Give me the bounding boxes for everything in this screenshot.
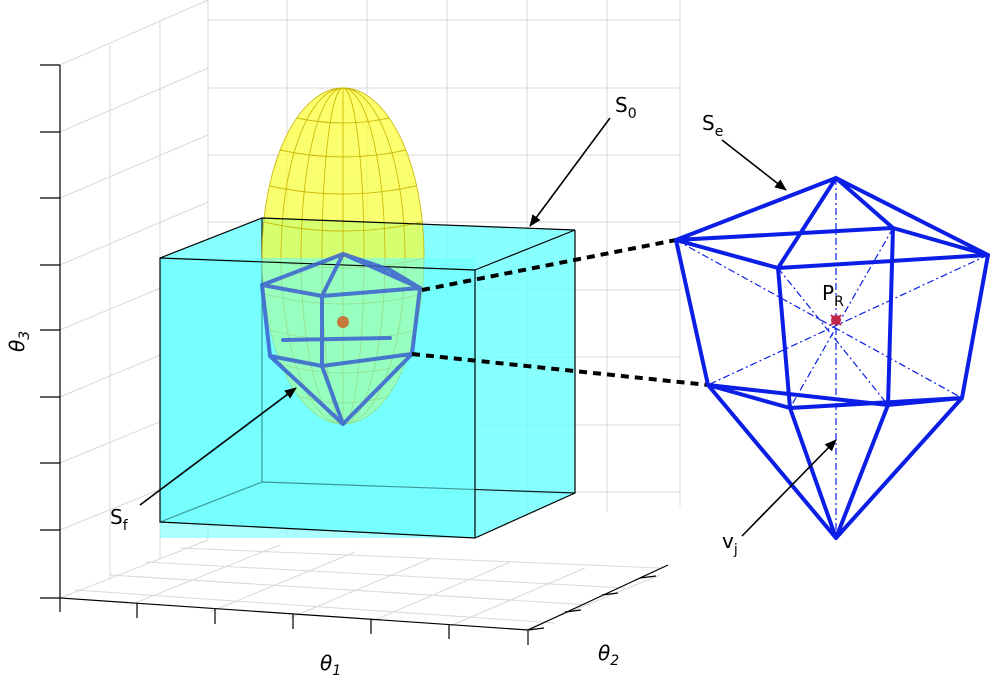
inner-polyhedron-sf xyxy=(260,252,422,426)
label-pr: PR xyxy=(822,281,844,310)
axes xyxy=(40,64,669,645)
enlarged-polyhedron-se xyxy=(674,176,990,540)
center-point-pr xyxy=(830,314,842,326)
callout-arrows xyxy=(139,117,837,537)
z-axis-label: θ3 xyxy=(5,331,33,352)
floor-grid xyxy=(59,539,661,631)
center-point-sf xyxy=(337,316,349,328)
label-vj: vj xyxy=(722,529,738,558)
label-se: Se xyxy=(702,111,723,140)
y-axis-label: θ2 xyxy=(598,641,619,669)
label-s0: S0 xyxy=(615,93,637,122)
x-axis-label: θ1 xyxy=(320,651,341,679)
zoom-connectors xyxy=(411,238,709,387)
label-sf: Sf xyxy=(110,505,129,534)
